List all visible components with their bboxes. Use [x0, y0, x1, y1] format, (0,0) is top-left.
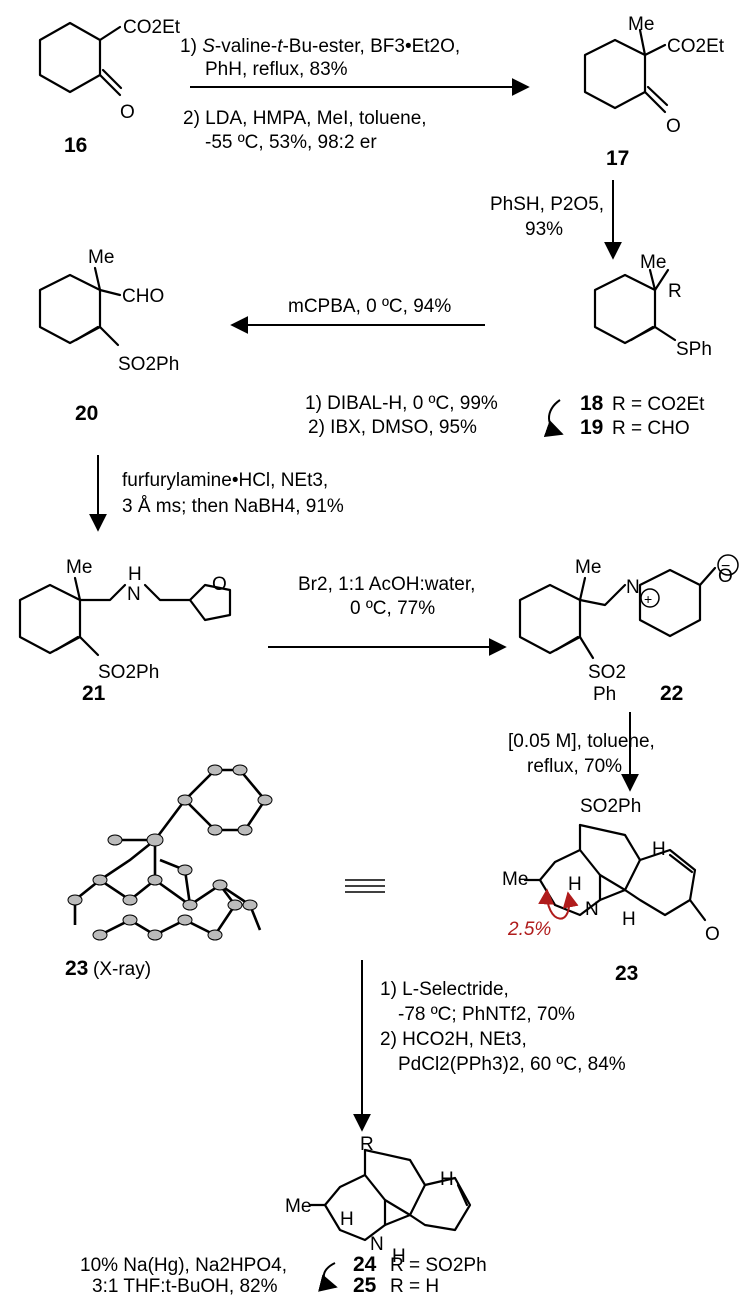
compound-number-19: 19	[580, 416, 603, 439]
compound-number-16: 16	[64, 134, 87, 157]
step2-line2: 93%	[525, 219, 563, 240]
compound-number-20: 20	[75, 402, 98, 425]
methyl-label-21: Me	[66, 557, 92, 578]
step3-line2: 2) IBX, DMSO, 95%	[308, 417, 477, 438]
conditions-16-17: 1) S-valine-t-Bu-ester, BF3•Et2O, PhH, r…	[180, 36, 460, 153]
compound-18-structure: Me R SPh	[593, 252, 712, 360]
compound-number-24: 24	[353, 1253, 377, 1276]
compound-16-structure: CO2Et O 16	[38, 17, 181, 157]
xray-label: (X-ray)	[93, 959, 151, 980]
h-label-23-b: H	[652, 839, 666, 860]
compound-number-23-xray: 23	[65, 957, 88, 980]
step7-line1: [0.05 M], toluene,	[508, 731, 655, 752]
methyl-label-18: Me	[640, 252, 666, 273]
compound-number-22: 22	[660, 682, 683, 705]
nitrogen-label-21: N	[127, 584, 141, 605]
curved-arrow-18-19	[543, 399, 564, 438]
nitrogen-label-22: N	[626, 577, 640, 598]
compound-number-17: 17	[606, 147, 629, 170]
step6-line2: 0 ºC, 77%	[350, 598, 435, 619]
compound-number-25: 25	[353, 1274, 377, 1296]
step9-line2: 3:1 THF:t-BuOH, 82%	[92, 1276, 278, 1296]
so2ph-label-20: SO2Ph	[118, 354, 179, 375]
xray-atoms-23	[67, 764, 273, 941]
curved-arrow-24-25	[318, 1262, 338, 1292]
step9-line1: 10% Na(Hg), Na2HPO4,	[80, 1255, 287, 1276]
methyl-label-23: Me	[502, 869, 528, 890]
h-label-23-a: H	[568, 874, 582, 895]
so2-label-22: SO2	[588, 662, 626, 683]
step1-line4: -55 ºC, 53%, 98:2 er	[205, 132, 377, 153]
step8-line2: -78 ºC; PhNTf2, 70%	[398, 1004, 575, 1025]
r-def-25: R = H	[390, 1276, 439, 1296]
methyl-label-17: Me	[628, 14, 654, 35]
h-label-24-a: H	[340, 1209, 354, 1230]
compound-23-structure: SO2Ph Me H H N H O 23	[502, 796, 720, 985]
positive-charge: +	[644, 591, 652, 607]
compound-number-21: 21	[82, 682, 106, 705]
oxygen-label-22: O	[718, 566, 733, 587]
step6-line1: Br2, 1:1 AcOH:water,	[298, 574, 475, 595]
nitrogen-label-24: N	[370, 1234, 384, 1255]
noe-value: 2.5%	[507, 919, 551, 940]
step2-line1: PhSH, P2O5,	[490, 194, 604, 215]
step8-line4: PdCl2(PPh3)2, 60 ºC, 84%	[398, 1054, 626, 1075]
compound-number-18: 18	[580, 392, 604, 415]
so2ph-label-23: SO2Ph	[580, 796, 641, 817]
sph-label-18: SPh	[676, 339, 712, 360]
compound-22-structure: + − Me N O SO2 Ph 22	[518, 554, 739, 705]
r-label-18: R	[668, 281, 682, 302]
svg-text:1) S-valine-t-Bu-ester, BF3•Et: 1) S-valine-t-Bu-ester, BF3•Et2O,	[180, 36, 460, 57]
step1-line3: 2) LDA, HMPA, MeI, toluene,	[183, 108, 427, 129]
h-label-24-b: H	[440, 1169, 454, 1190]
noe-correlation-arrow	[538, 888, 579, 920]
oxygen-label-16: O	[120, 102, 135, 123]
step1-line2: PhH, reflux, 83%	[205, 59, 348, 80]
step5-line2: 3 Å ms; then NaBH4, 91%	[122, 496, 344, 517]
step3-line1: 1) DIBAL-H, 0 ºC, 99%	[305, 393, 498, 414]
methyl-label-24: Me	[285, 1196, 311, 1217]
co2et-label-17: CO2Et	[667, 36, 725, 57]
compound-17-structure: Me CO2Et O 17	[583, 14, 725, 170]
step4-label: mCPBA, 0 ºC, 94%	[288, 296, 451, 317]
oxygen-label-23: O	[705, 924, 720, 945]
so2ph-label-21: SO2Ph	[98, 662, 159, 683]
compound-21-structure: Me N H O SO2Ph 21	[18, 557, 232, 705]
phenyl-label-22: Ph	[593, 684, 616, 705]
r-def-24: R = SO2Ph	[390, 1255, 487, 1276]
step7-line2: reflux, 70%	[527, 756, 622, 777]
nitrogen-label-23: N	[585, 899, 599, 920]
negative-charge: −	[721, 558, 730, 575]
equivalence-sign	[345, 879, 385, 893]
step8-line3: 2) HCO2H, NEt3,	[380, 1029, 527, 1050]
h-label-23-c: H	[622, 909, 636, 930]
compound-24-structure: R Me H H N H	[285, 1134, 472, 1267]
compound-20-structure: Me CHO SO2Ph 20	[38, 247, 179, 425]
r-def-19: R = CHO	[612, 418, 690, 439]
compound-number-23: 23	[615, 962, 638, 985]
step8-line1: 1) L-Selectride,	[380, 979, 509, 1000]
oxygen-label-17: O	[666, 116, 681, 137]
furan-oxygen-21: O	[212, 574, 227, 595]
nh-h-label-21: H	[128, 564, 142, 585]
r-def-18: R = CO2Et	[612, 394, 705, 415]
cho-label-20: CHO	[122, 286, 164, 307]
h-label-24-c: H	[392, 1246, 406, 1267]
methyl-label-22: Me	[575, 557, 601, 578]
step5-line1: furfurylamine•HCl, NEt3,	[122, 470, 328, 491]
methyl-label-20: Me	[88, 247, 114, 268]
r-label-24: R	[360, 1134, 374, 1155]
co2et-label-16: CO2Et	[123, 17, 181, 38]
